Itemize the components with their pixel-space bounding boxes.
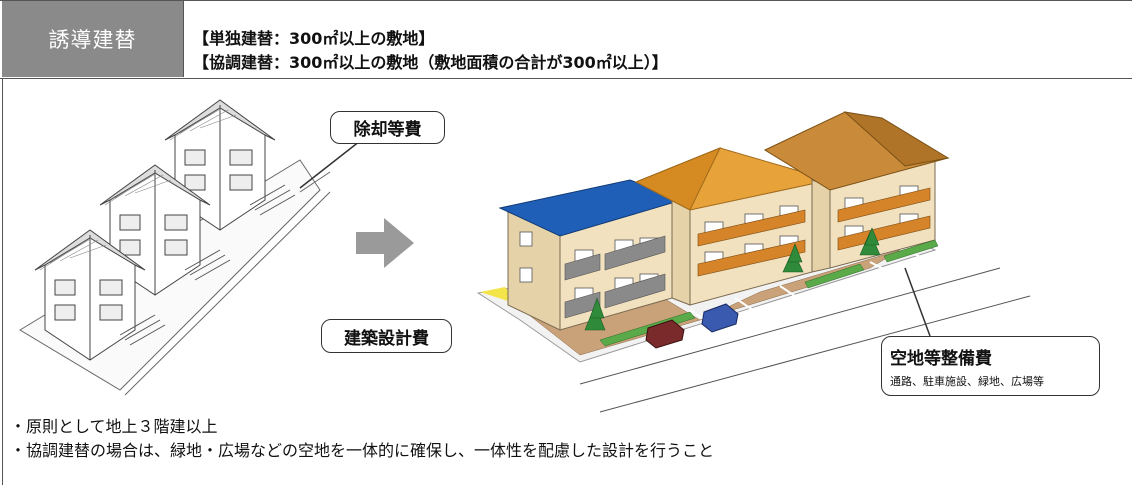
open-space-cost-title: 空地等整備費: [890, 348, 992, 369]
transition-arrow: [356, 218, 414, 268]
old-houses-illustration: [19, 99, 331, 396]
open-space-cost-label: 空地等整備費 通路、駐車施設、緑地、広場等: [881, 336, 1100, 396]
open-space-cost-detail: 通路、駐車施設、緑地、広場等: [890, 374, 1044, 388]
frame-left-border: [2, 78, 3, 485]
demolition-cost-label: 除却等費: [330, 111, 445, 144]
new-apartments-illustration: [476, 111, 950, 363]
condition-single-rebuild: 【単独建替：300㎡以上の敷地】: [193, 29, 435, 48]
apartment-brown-roof: [763, 111, 950, 273]
old-house-front: [34, 229, 166, 361]
frame-top-border: [0, 0, 1132, 1]
section-title: 誘導建替: [2, 1, 184, 77]
demolition-leader-line: [299, 140, 361, 189]
condition-joint-rebuild: 【協調建替：300㎡以上の敷地（敷地面積の合計が300㎡以上）】: [193, 53, 668, 72]
open-space-leader-line: [904, 267, 931, 337]
trees: [584, 227, 881, 331]
note-three-stories: ・原則として地上３階建以上: [10, 417, 218, 436]
ground-line-front: [579, 267, 1001, 385]
note-joint-rebuild-design: ・協調建替の場合は、緑地・広場などの空地を一体的に確保し、一体性を配慮した設計を…: [10, 441, 715, 460]
ground-line-back: [599, 295, 1031, 413]
header-divider: [0, 78, 1132, 79]
apartment-orange-roof: [634, 147, 831, 306]
design-cost-label: 建築設計費: [321, 319, 452, 353]
parked-cars: [645, 303, 739, 349]
apartment-blue-roof: [498, 179, 684, 331]
